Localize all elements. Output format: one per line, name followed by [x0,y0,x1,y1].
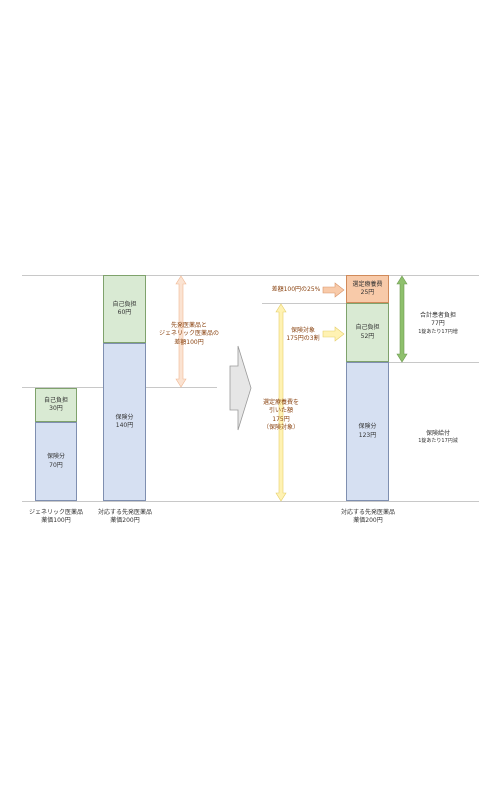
right-self-pay-amount: 52円 [360,332,375,340]
covered-rate-line1: 保険対象 [290,327,315,334]
diff-label-line3: 差額100円 [174,338,204,346]
covered-rate-arrow [322,326,345,342]
right-insurance-block: 保険分 123円 [346,362,389,501]
special-fee-amount: 25円 [360,289,375,296]
total-line2: 77円 [431,320,445,328]
covered-rate-line2: 175円の3割 [286,335,320,343]
right-insurance-amount: 123円 [358,431,377,439]
covered-double-arrow [275,303,287,502]
generic-caption-line2: 薬価100円 [41,517,71,525]
brand-caption: 対応する先発医薬品 薬価200円 [87,509,163,526]
generic-insurance-amount: 70円 [49,461,63,469]
total-double-arrow [396,275,408,363]
generic-insurance-block: 保険分 70円 [35,422,77,501]
generic-caption: ジェネリック医薬品 薬価100円 [18,509,94,526]
baseline [22,501,479,502]
excluded-amount-label: 選定療養費を 引いた額 175円 （保険対象） [258,399,304,433]
right-caption-line1: 対応する先発医薬品 [340,509,395,516]
mid-guide-line-right [262,303,348,304]
brand-self-pay-block: 自己負担 60円 [103,275,146,343]
excluded-line1: 選定療養費を [262,399,299,406]
covered-rate-label: 保険対象 175円の3割 [280,327,326,344]
brand-caption-line2: 薬価200円 [110,517,140,525]
total-line3: 1錠あたり17円増 [418,328,458,335]
generic-self-pay-block: 自己負担 30円 [35,388,77,422]
transition-arrow [229,345,252,431]
benefit-line1: 保険給付 [425,430,450,437]
excluded-line3: 175円 [272,415,290,423]
top-guide-line [22,275,479,276]
brand-insurance-block: 保険分 140円 [103,343,146,501]
brand-self-pay-amount: 60円 [117,309,132,316]
excluded-line2: 引いた額 [268,407,293,415]
generic-self-pay-label: 自己負担 [43,396,68,404]
right-caption: 対応する先発医薬品 薬価200円 [330,509,406,526]
total-line1: 合計患者負担 [419,312,456,319]
diff-label: 先発医薬品と ジェネリック医薬品の 差額100円 [150,322,228,347]
benefit-line2: 1錠あたり17円減 [418,438,458,445]
benefit-label: 保険給付 1錠あたり17円減 [410,430,466,445]
special-fee-block: 選定療養費 25円 [346,275,389,303]
generic-insurance-label: 保険分 [46,453,65,461]
diff-25-text: 差額100円の25% [271,286,321,293]
right-insurance-label: 保険分 [358,423,377,431]
special-fee-label: 選定療養費 [352,280,383,288]
diff-label-line1: 先発医薬品と [170,322,207,329]
generic-self-pay-amount: 30円 [49,405,63,412]
brand-insurance-amount: 140円 [115,422,134,429]
right-self-pay-block: 自己負担 52円 [346,303,389,362]
brand-self-pay-label: 自己負担 [112,300,137,308]
excluded-line4: （保険対象） [262,424,299,432]
brand-insurance-label: 保険分 [115,413,134,421]
brand-caption-line1: 対応する先発医薬品 [97,509,152,516]
diff-double-arrow [175,275,187,388]
generic-caption-line1: ジェネリック医薬品 [28,509,83,516]
diff-label-line2: ジェネリック医薬品の [158,330,219,338]
right-split-line [388,362,479,363]
diff-25-label: 差額100円の25% [268,286,324,294]
diff-25-arrow [322,282,345,298]
total-label: 合計患者負担 77円 1錠あたり17円増 [410,312,466,336]
right-self-pay-label: 自己負担 [355,324,380,332]
right-caption-line2: 薬価200円 [353,517,383,525]
